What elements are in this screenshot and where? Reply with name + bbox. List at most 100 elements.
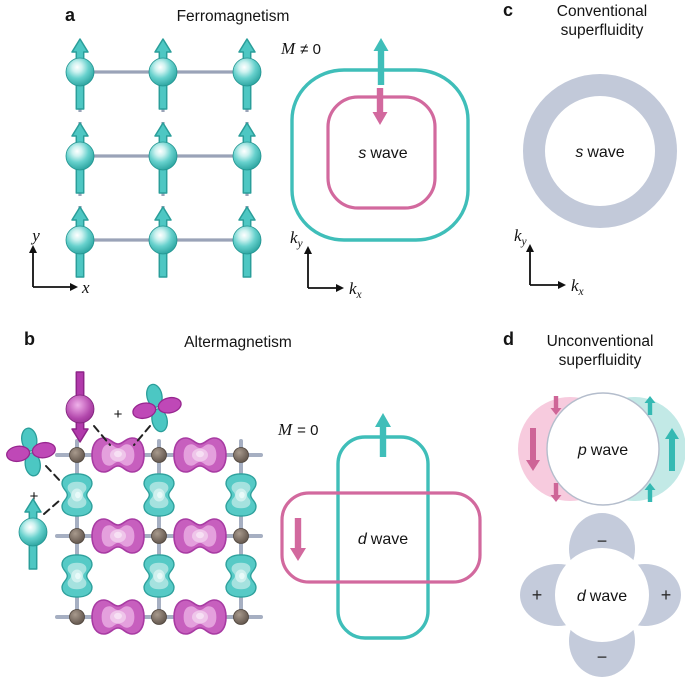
ferromagnet-lattice: [65, 38, 262, 278]
k-axes-a: ky kx: [290, 228, 363, 301]
teal-orbital: [226, 555, 256, 597]
callout-dash: [93, 425, 111, 446]
s-wave-gap-ring: [523, 74, 677, 228]
teal-orbital: [62, 474, 92, 516]
k-axes-c: ky kx: [514, 226, 585, 298]
panel-d-title-line1: Unconventional: [547, 333, 654, 350]
spin-up-atom: [148, 206, 178, 278]
magnetization-label: M≠ 0: [280, 39, 321, 58]
spin-up-atom: [65, 122, 95, 194]
y-axis-arrowhead-icon: [29, 245, 37, 253]
teal-orbital: [144, 474, 174, 516]
panel-c-title-line2: superfluidity: [561, 22, 644, 39]
spin-up-atom: [232, 38, 262, 110]
spin-up-atom: [18, 498, 48, 570]
nonmagnetic-atom: [233, 609, 249, 625]
magenta-orbital: [174, 519, 226, 553]
magenta-orbital: [174, 600, 226, 634]
ky-axis-label: ky: [290, 228, 304, 250]
panel-a: a Ferromagnetism: [29, 5, 470, 301]
altermagnet-lattice: [55, 438, 263, 634]
nonmagnetic-atom: [151, 609, 167, 625]
minus-sign: −: [597, 531, 608, 551]
fermi-contour-spin-down: [280, 491, 482, 584]
spin-up-arrow-icon: [375, 413, 391, 457]
spin-up-atom: [232, 122, 262, 194]
spin-up-arrow-icon: [373, 38, 389, 85]
panel-d-title-line2: superfluidity: [559, 352, 642, 369]
kx-axis-label: kx: [349, 279, 363, 301]
nonmagnetic-atom: [69, 447, 85, 463]
spin-up-atom: [232, 206, 262, 278]
spin-down-arrow-icon: [526, 428, 540, 471]
magenta-orbital: [92, 438, 144, 472]
d-orbital-clover-icon: [127, 378, 187, 438]
panel-b-label: b: [24, 329, 35, 349]
callout-dash: [43, 500, 60, 515]
plus-sign: +: [661, 585, 672, 605]
spin-up-atom: [148, 38, 178, 110]
callout-dash: [45, 465, 63, 484]
nonmagnetic-atom: [69, 528, 85, 544]
nonmagnetic-atom: [233, 447, 249, 463]
y-axis-label: y: [30, 226, 40, 245]
nonmagnetic-atom: [69, 609, 85, 625]
magnetization-label: M= 0: [277, 420, 318, 439]
spin-down-atom: [65, 371, 95, 443]
magenta-orbital: [174, 438, 226, 472]
teal-orbital: [62, 555, 92, 597]
panel-c-title-line1: Conventional: [557, 3, 647, 20]
kx-axis-label: kx: [571, 276, 585, 298]
spin-up-atom: [65, 206, 95, 278]
magenta-orbital: [92, 519, 144, 553]
panel-a-label: a: [65, 5, 76, 25]
nonmagnetic-atom: [151, 447, 167, 463]
panel-b: b Altermagnetism: [2, 329, 482, 640]
magenta-orbital: [92, 600, 144, 634]
minus-sign: −: [597, 647, 608, 667]
xy-axes: y x: [29, 226, 90, 297]
kx-axis-arrowhead-icon: [558, 281, 566, 289]
ky-axis-arrowhead-icon: [304, 246, 312, 254]
panel-b-title: Altermagnetism: [184, 334, 292, 351]
teal-orbital: [226, 474, 256, 516]
spin-up-atom: [148, 122, 178, 194]
panel-d-label: d: [503, 329, 514, 349]
panel-a-title: Ferromagnetism: [177, 8, 290, 25]
spin-down-arrow-icon: [372, 88, 388, 125]
spin-up-arrow-icon: [644, 483, 656, 502]
plus-sign: +: [30, 488, 39, 505]
d-wave-fermi-circle: [555, 548, 649, 642]
plus-sign: +: [114, 406, 123, 423]
nonmagnetic-atom: [233, 528, 249, 544]
plus-sign: +: [532, 585, 543, 605]
nonmagnetic-atom: [151, 528, 167, 544]
spin-up-atom: [65, 38, 95, 110]
sublattice-callout-left: +: [2, 424, 63, 570]
teal-orbital: [144, 555, 174, 597]
spin-down-arrow-icon: [550, 483, 562, 502]
kx-axis-arrowhead-icon: [336, 284, 344, 292]
panel-c-label: c: [503, 0, 513, 20]
x-axis-label: x: [81, 278, 90, 297]
spin-up-arrow-icon: [644, 396, 656, 415]
ky-axis-arrowhead-icon: [526, 244, 534, 252]
spin-up-arrow-icon: [665, 428, 679, 471]
ky-axis-label: ky: [514, 226, 528, 248]
spin-down-arrow-icon: [290, 518, 306, 561]
p-wave-fermi-circle: [546, 392, 660, 506]
sublattice-callout-top: +: [65, 371, 187, 446]
spin-down-arrow-icon: [550, 396, 562, 415]
